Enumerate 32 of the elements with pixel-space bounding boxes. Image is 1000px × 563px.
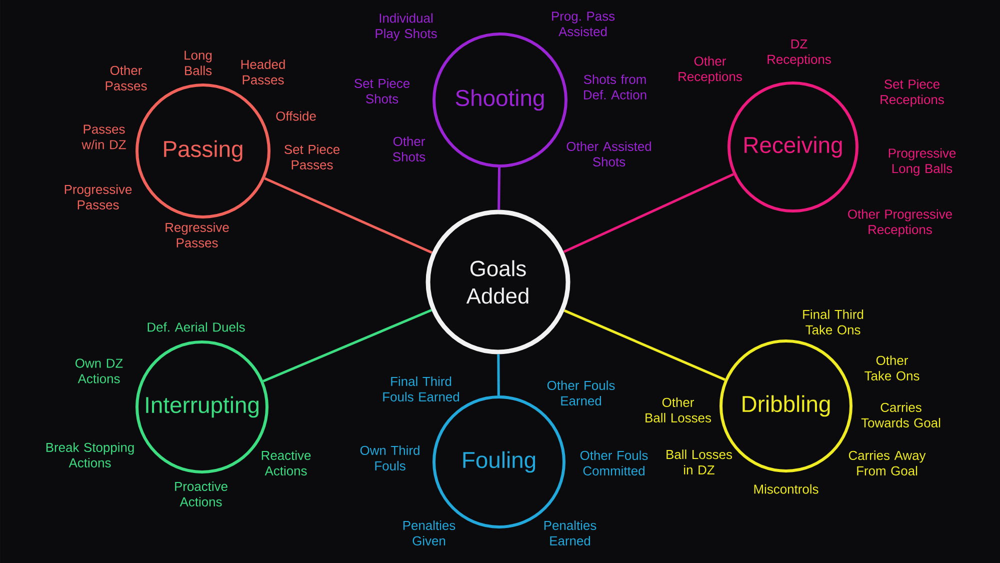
metric-label: Set Piece Receptions [880,79,944,107]
metric-label: Set Piece Passes [284,144,340,170]
metric-label: Other Shots [393,136,426,162]
metric-label: Miscontrols [754,484,818,494]
metric-label: Passes w/in DZ [82,124,126,150]
metric-label: Own Third Fouls [360,446,420,470]
metric-label: Proactive Actions [175,482,228,506]
connector-line [497,354,500,396]
metric-label: Set Piece Shots [354,78,410,104]
metric-label: Other Receptions [678,56,742,84]
metric-label: Def. Aerial Duels [148,322,245,332]
connector-line [564,309,726,381]
metric-label: Other Assisted Shots [566,142,651,166]
connector-line [563,173,734,254]
metric-label: DZ Receptions [768,39,831,66]
metric-label: Shots from Def. Action [584,74,646,100]
metric-label: Break Stopping Actions [46,442,134,468]
metric-label: Carries Towards Goal [861,402,940,428]
metric-label: Headed Passes [241,60,285,84]
connector-line [262,308,432,382]
metric-label: Other Ball Losses [646,398,711,422]
metric-label: Progressive Passes [64,184,132,210]
metric-label: Long Balls [184,50,212,76]
metric-label: Progressive Long Balls [888,148,956,176]
connector-line [264,177,432,254]
metric-label: Offside [276,111,316,121]
metric-label: Other Take Ons [864,356,920,380]
metric-label: Regressive Passes [166,222,229,248]
metric-label: Final Third Take Ons [803,310,864,334]
metric-label: Own DZ Actions [76,358,123,384]
metric-label: Other Fouls Committed [580,450,648,476]
connector-line [498,167,501,210]
